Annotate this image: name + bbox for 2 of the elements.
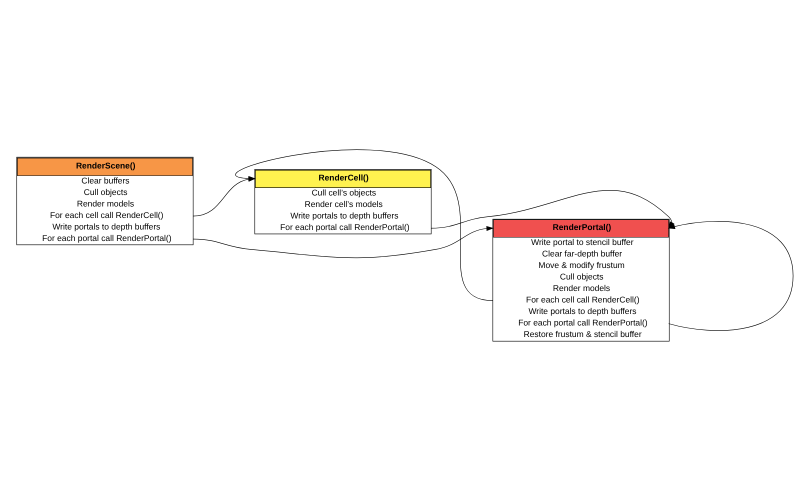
arrow (192, 226, 494, 258)
arrow (236, 150, 494, 301)
